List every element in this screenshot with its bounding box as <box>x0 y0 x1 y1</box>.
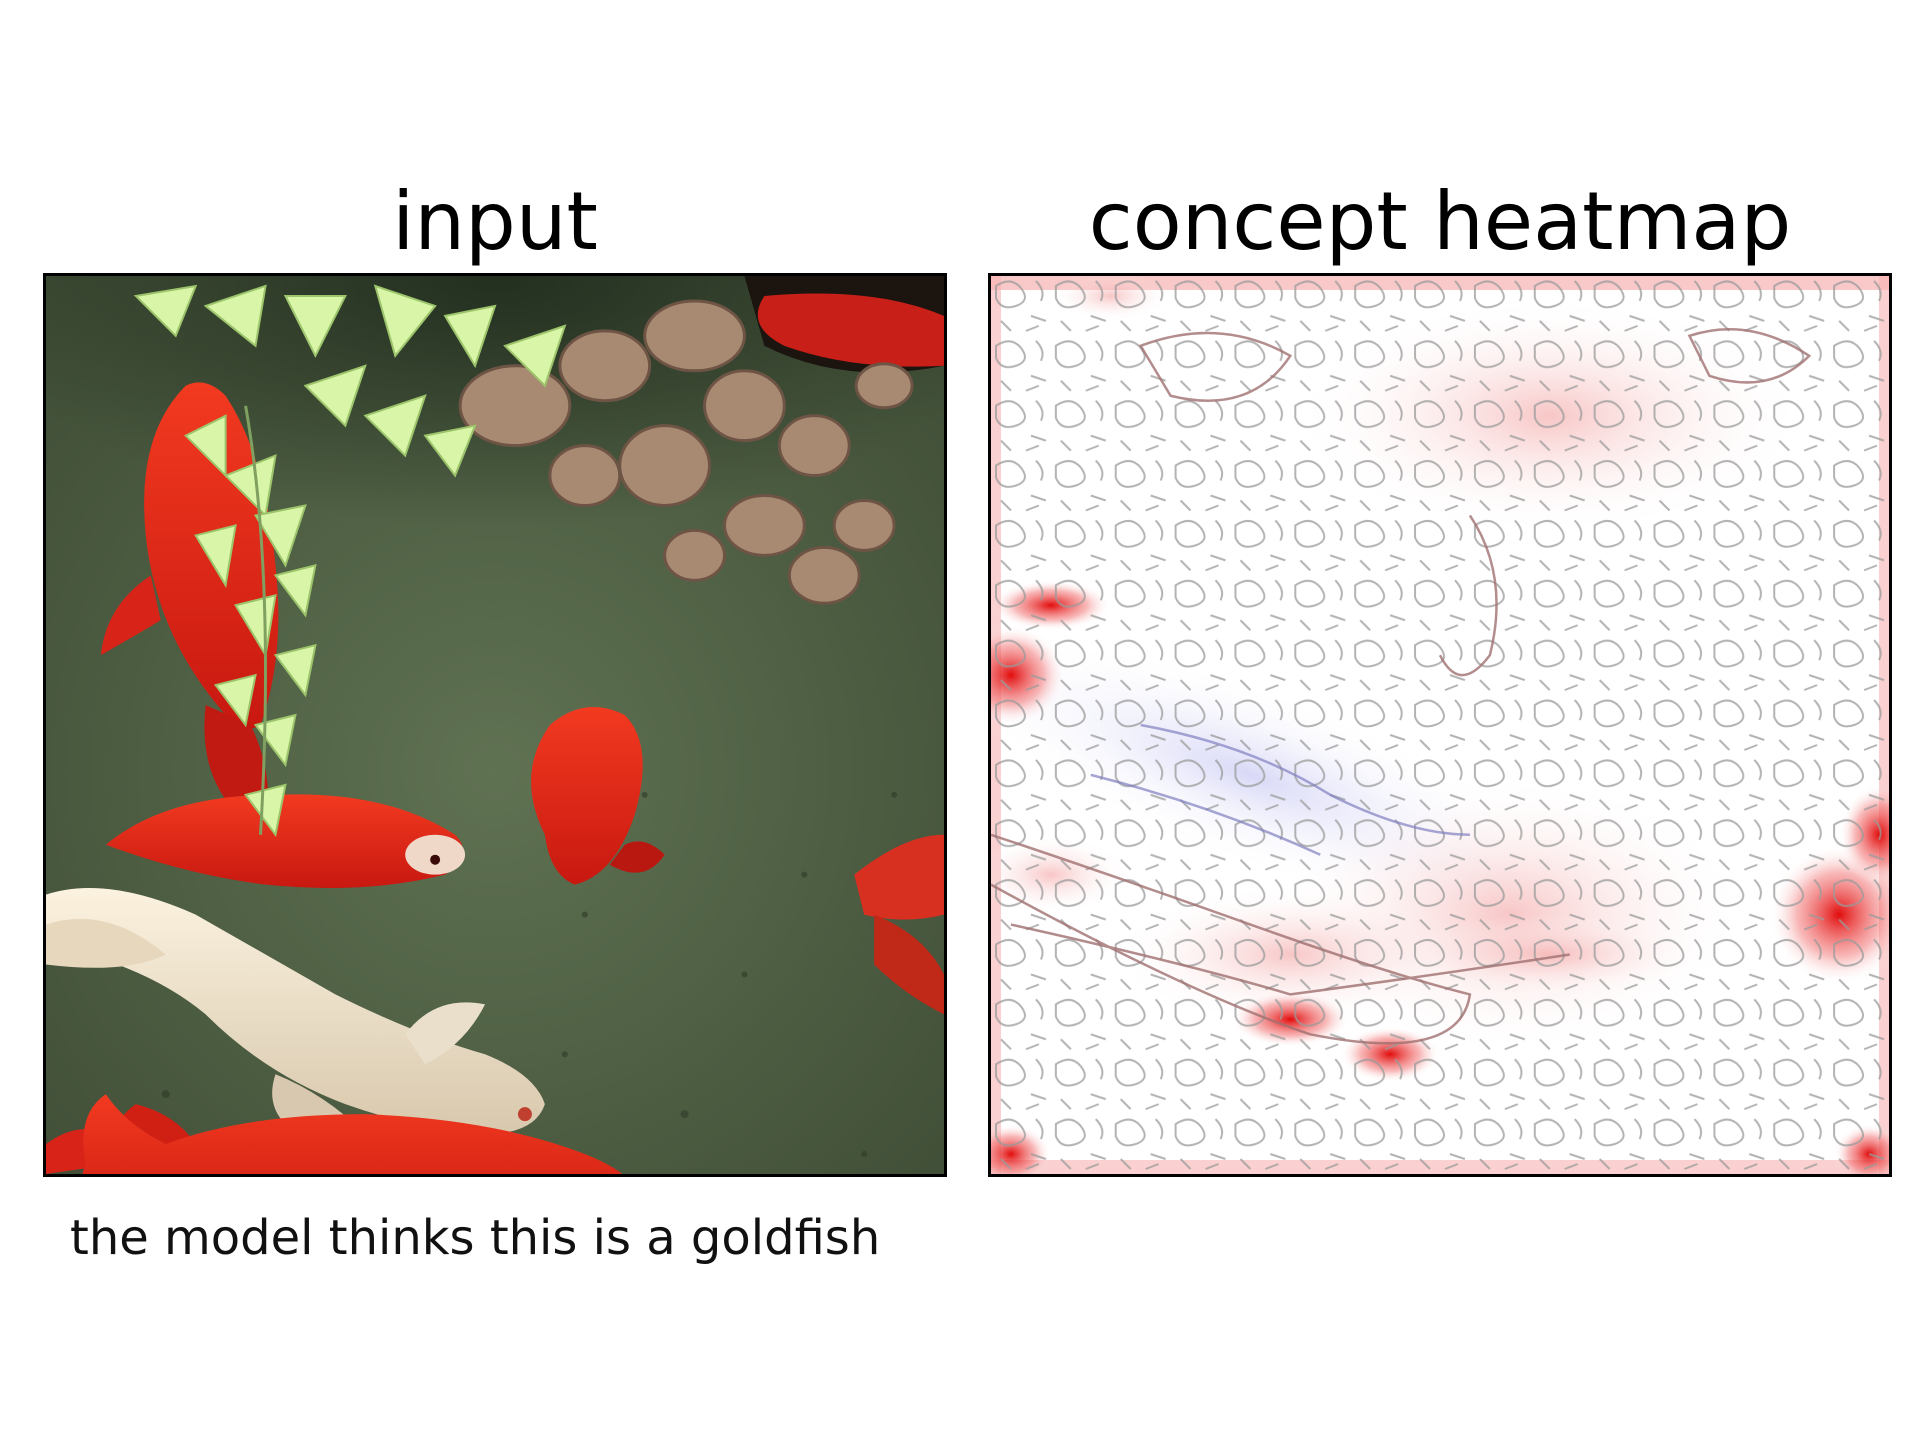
heatmap-panel-title: concept heatmap <box>1088 175 1792 268</box>
input-panel-title: input <box>392 175 598 268</box>
concept-heatmap-frame <box>988 273 1892 1177</box>
input-image-frame <box>43 273 947 1177</box>
prediction-caption: the model thinks this is a goldfish <box>70 1210 881 1266</box>
input-image <box>46 276 944 1174</box>
concept-heatmap <box>991 276 1889 1174</box>
